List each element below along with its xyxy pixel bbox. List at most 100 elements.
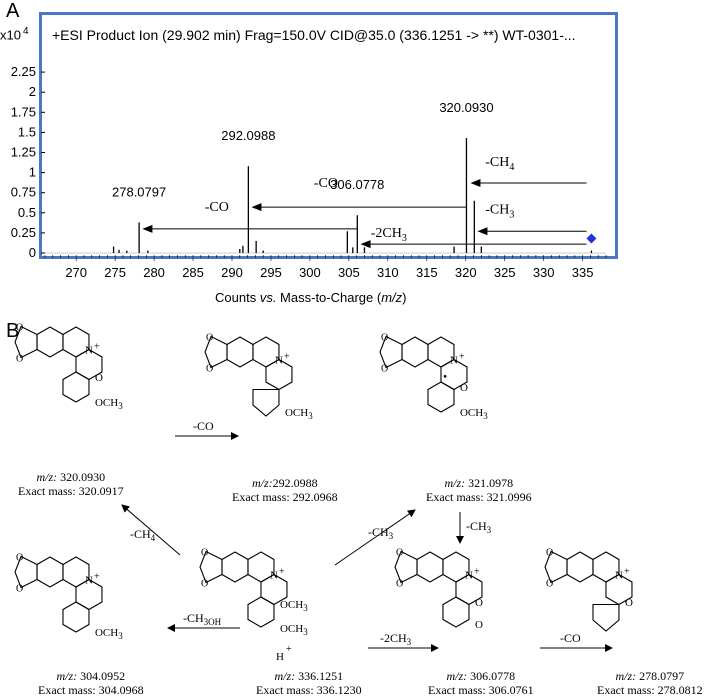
compound-caption: m/z: 320.0930 Exact mass: 320.0917 bbox=[18, 470, 124, 498]
fragmentation-scheme: OON+OCH3OOON+OCH3OON+•OCH3OOON+OCH3OON+O… bbox=[14, 323, 633, 663]
reaction-label: -CO bbox=[560, 631, 581, 645]
oxygen-label: O bbox=[381, 333, 388, 344]
subscript: 3 bbox=[118, 401, 123, 411]
compound-caption: m/z: 321.0978 Exact mass: 321.0996 bbox=[426, 476, 532, 504]
x-tick-label: 310 bbox=[377, 265, 399, 280]
substituent-label: OCH3 bbox=[95, 397, 123, 411]
oxygen-label: O bbox=[396, 579, 403, 590]
oxygen-label: O bbox=[546, 548, 553, 559]
reaction-arrow bbox=[121, 504, 181, 556]
charge-label: + bbox=[459, 352, 465, 363]
x-tick-label: 335 bbox=[572, 265, 594, 280]
charge-label: + bbox=[94, 342, 100, 353]
x-tick-label: 300 bbox=[299, 265, 321, 280]
oxygen-label: O bbox=[16, 323, 23, 334]
substituent-label: OCH3 bbox=[285, 407, 313, 421]
peak-labels: 278.0797292.0988306.0778320.0930-CH4-CO-… bbox=[112, 100, 514, 244]
ring bbox=[416, 551, 444, 583]
oxygen-label: O bbox=[206, 364, 213, 375]
loss-subscript: 3 bbox=[509, 210, 514, 221]
peak-label: 306.0778 bbox=[330, 177, 384, 192]
scheme-arrows: -CO-CH4-CH3-CH3-CH3OH-2CH3-CO bbox=[121, 419, 613, 652]
subscript: 3 bbox=[303, 603, 308, 613]
panel-a-label: A bbox=[6, 0, 20, 22]
oxygen-label: O bbox=[475, 597, 483, 609]
charge-label: + bbox=[94, 572, 100, 583]
peak-label: 278.0797 bbox=[112, 184, 166, 199]
y-tick-label: 1.75 bbox=[11, 104, 36, 119]
loss-arrowhead bbox=[251, 203, 262, 212]
y-tick-label: 0 bbox=[29, 245, 36, 260]
compound-caption: m/z: 306.0778 Exact mass: 306.0761 bbox=[428, 669, 534, 697]
reaction-label: -CH3 bbox=[368, 525, 394, 541]
reaction-label: -CH3 bbox=[466, 519, 492, 535]
spectrum-plot-frame bbox=[39, 12, 618, 259]
charge-label: + bbox=[624, 567, 630, 578]
ring bbox=[442, 596, 470, 628]
x-tick-label: 270 bbox=[65, 265, 87, 280]
ring bbox=[36, 556, 64, 588]
compound-caption: m/z:292.0988 Exact mass: 292.0968 bbox=[232, 476, 338, 504]
loss-annotation: -CO bbox=[205, 200, 229, 215]
nitrogen-label: N bbox=[275, 355, 283, 367]
nitrogen-label: N bbox=[450, 355, 458, 367]
ring bbox=[247, 596, 275, 628]
loss-arrowhead bbox=[477, 227, 488, 236]
y-tick-label: 1.5 bbox=[18, 124, 36, 139]
subscript: 3 bbox=[487, 525, 492, 535]
nitrogen-label: N bbox=[270, 570, 278, 582]
x-tick-label: 325 bbox=[494, 265, 516, 280]
cyclopentane-ring bbox=[592, 603, 620, 632]
oxygen-label: O bbox=[625, 597, 633, 609]
ring bbox=[62, 601, 90, 633]
oxygen-label: O bbox=[475, 619, 483, 631]
reaction-label: -CO bbox=[193, 419, 214, 433]
subscript: 3 bbox=[118, 631, 123, 641]
substituent-label: OCH3 bbox=[280, 599, 308, 613]
reaction-label: -CH4 bbox=[130, 527, 156, 543]
nitrogen-label: N bbox=[85, 345, 93, 357]
substituent-label: OCH3 bbox=[280, 623, 308, 637]
y-tick-label: 2 bbox=[29, 84, 36, 99]
oxygen-label: O bbox=[381, 364, 388, 375]
ring bbox=[36, 326, 64, 358]
subscript: 3 bbox=[303, 627, 308, 637]
x-tick-label: 305 bbox=[338, 265, 360, 280]
y-tick-label: 1.25 bbox=[11, 145, 36, 160]
peak-label: 320.0930 bbox=[439, 100, 493, 115]
peaks bbox=[112, 138, 597, 253]
oxygen-label: O bbox=[16, 553, 23, 564]
cyclopentane-ring bbox=[252, 388, 280, 417]
precursor-marker bbox=[586, 233, 597, 244]
nitrogen-label: N bbox=[615, 570, 623, 582]
hydrogen-label: H bbox=[276, 651, 284, 663]
y-tick-label: 0.5 bbox=[18, 205, 36, 220]
oxygen-label: O bbox=[16, 354, 23, 365]
y-tick-label: 1 bbox=[29, 165, 36, 180]
chart-title: +ESI Product Ion (29.902 min) Frag=150.0… bbox=[52, 27, 576, 43]
compound-caption: m/z: 336.1251 Exact mass: 336.1230 bbox=[256, 669, 362, 697]
x-axis-title: Counts vs. Mass-to-Charge (m/z) bbox=[215, 290, 407, 305]
ring bbox=[566, 551, 594, 583]
loss-arrows bbox=[142, 179, 587, 249]
charge-label: + bbox=[474, 567, 480, 578]
x-tick-label: 290 bbox=[221, 265, 243, 280]
oxygen-label: O bbox=[546, 579, 553, 590]
ring bbox=[401, 336, 429, 368]
x-tick-label: 280 bbox=[143, 265, 165, 280]
loss-arrowhead bbox=[142, 224, 153, 233]
loss-arrowhead bbox=[360, 240, 371, 249]
y-tick-label: 0.75 bbox=[11, 185, 36, 200]
charge-label: + bbox=[279, 567, 285, 578]
ring bbox=[221, 551, 249, 583]
ring bbox=[226, 336, 254, 368]
oxygen-label: O bbox=[95, 372, 103, 384]
x-tick-label: 275 bbox=[104, 265, 126, 280]
oxygen-label: O bbox=[460, 382, 468, 394]
loss-subscript: 3 bbox=[402, 233, 407, 244]
compound-caption: m/z: 304.0952 Exact mass: 304.0968 bbox=[38, 669, 144, 697]
oxygen-label: O bbox=[206, 333, 213, 344]
